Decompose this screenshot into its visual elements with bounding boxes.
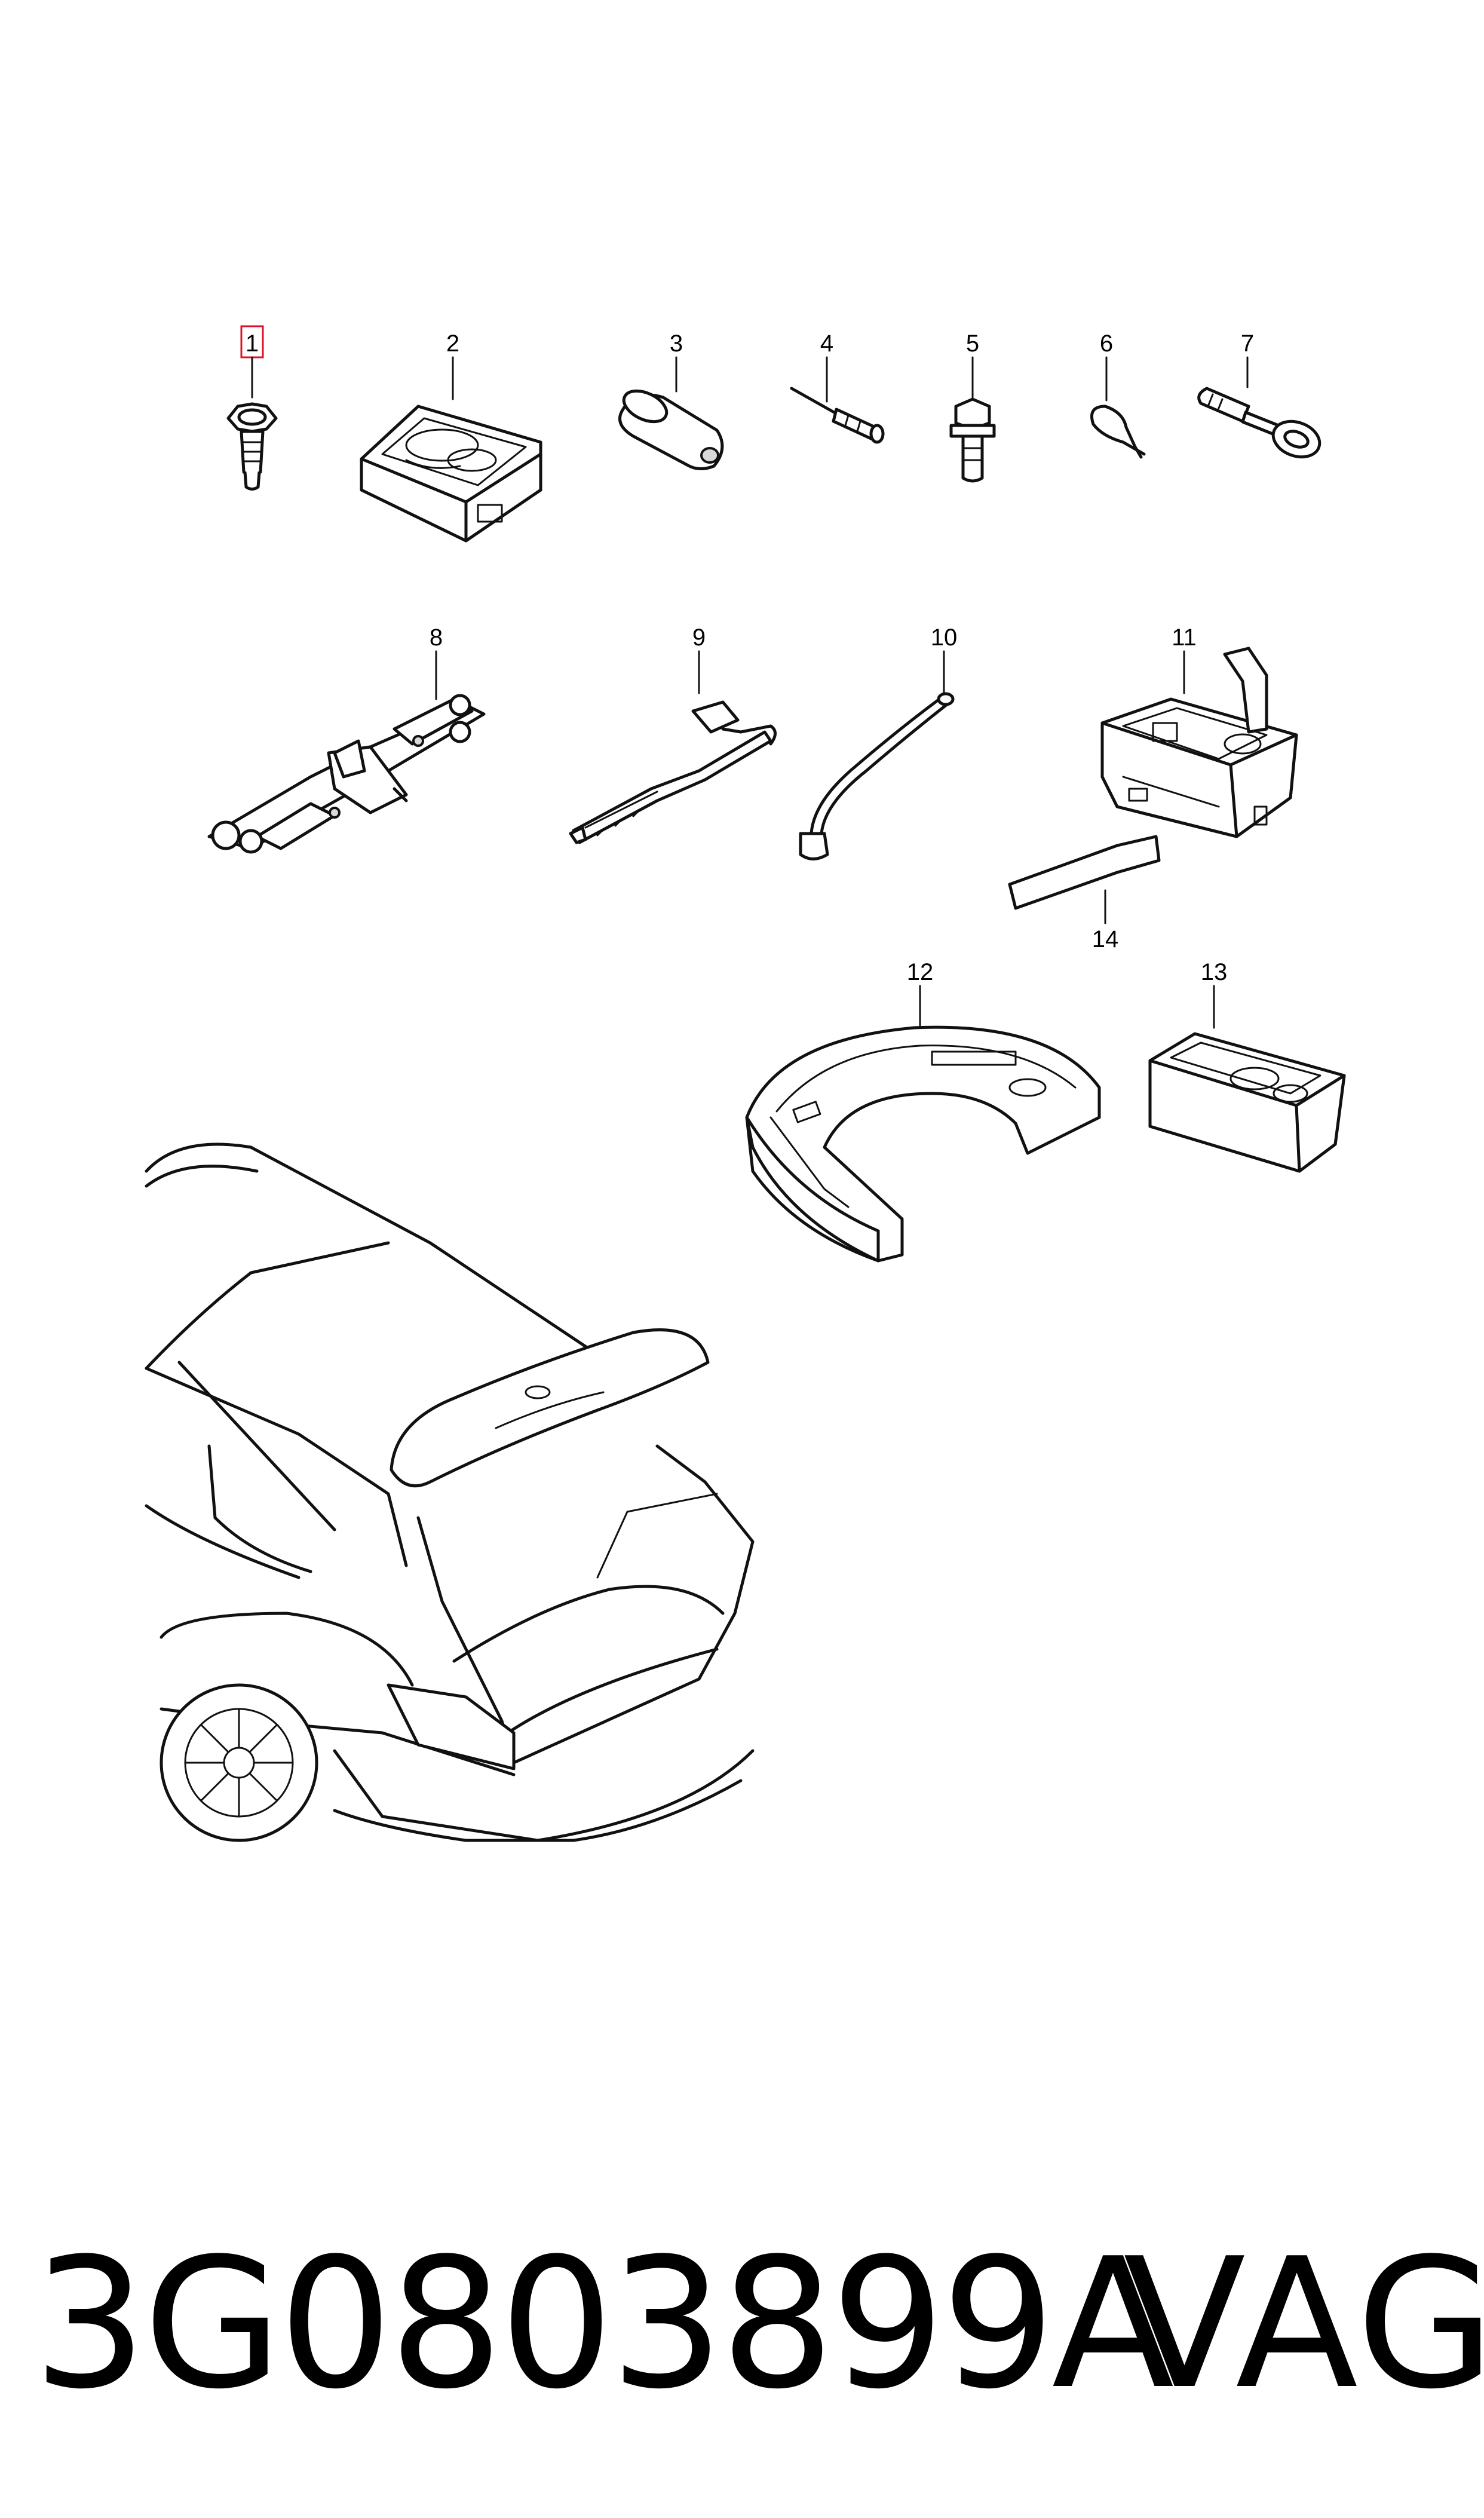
wheel-bolt-cap-icon bbox=[226, 402, 278, 491]
part-label-1: 1 bbox=[246, 330, 259, 357]
part-label-3: 3 bbox=[670, 330, 683, 357]
part-label-13: 13 bbox=[1201, 959, 1228, 985]
wheel-bolt-icon bbox=[949, 397, 996, 483]
part-label-7: 7 bbox=[1241, 330, 1254, 357]
wheel-wrench-icon bbox=[569, 700, 777, 844]
part-label-9: 9 bbox=[692, 624, 706, 651]
part-code: 3G0803899A bbox=[33, 2220, 1175, 2428]
part-label-8: 8 bbox=[430, 624, 443, 651]
part-label-6: 6 bbox=[1100, 330, 1113, 357]
valve-tool-icon bbox=[790, 387, 885, 444]
hook-icon bbox=[1090, 405, 1146, 459]
part-label-5: 5 bbox=[966, 330, 979, 357]
strap-icon bbox=[1008, 835, 1161, 910]
tool-holder-icon bbox=[1100, 647, 1298, 838]
part-label-11: 11 bbox=[1172, 624, 1197, 651]
part-label-2: 2 bbox=[446, 330, 459, 357]
car-rear-icon bbox=[145, 1142, 755, 1842]
part-label-12: 12 bbox=[907, 959, 934, 985]
jack-crank-icon bbox=[799, 692, 955, 860]
part-label-4: 4 bbox=[820, 330, 833, 357]
towing-eye-icon bbox=[1197, 387, 1322, 459]
foam-insert-icon bbox=[745, 1025, 1101, 1263]
sealant-bottle-icon bbox=[618, 389, 724, 470]
brand-label: VAG bbox=[1123, 2220, 1484, 2428]
storage-box-icon bbox=[1148, 1032, 1346, 1173]
part-label-10: 10 bbox=[931, 624, 958, 651]
tire-mobility-kit-icon bbox=[360, 405, 542, 543]
part-label-14: 14 bbox=[1092, 926, 1119, 952]
scissor-jack-icon bbox=[207, 694, 486, 854]
